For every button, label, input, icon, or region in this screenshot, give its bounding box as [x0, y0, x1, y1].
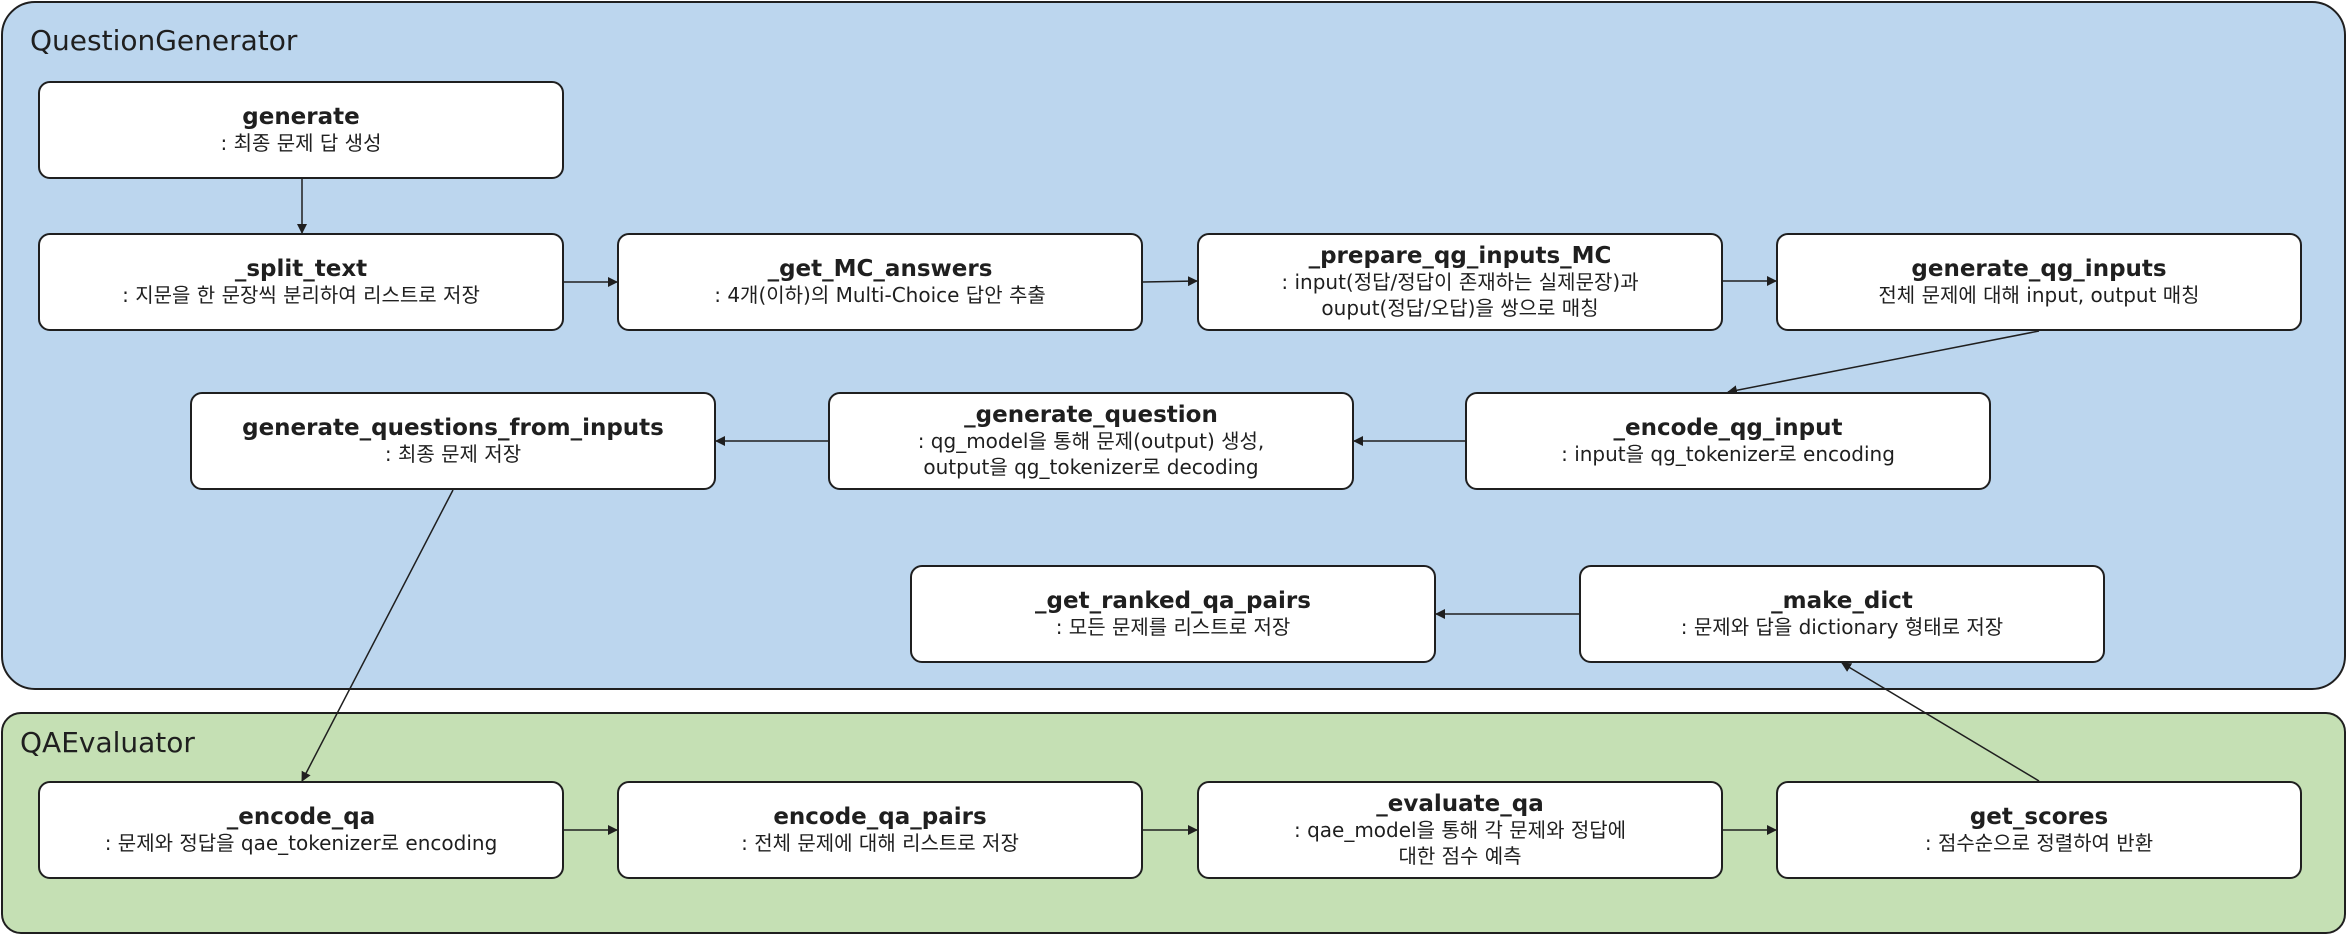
node-desc: ouput(정답/오답)을 쌍으로 매칭: [1321, 296, 1599, 320]
node-name: _make_dict: [1771, 588, 1913, 614]
node-desc: : 문제와 답을 dictionary 형태로 저장: [1680, 615, 2004, 639]
node-desc: : 문제와 정답을 qae_tokenizer로 encoding: [104, 831, 498, 855]
node-split-text: _split_text : 지문을 한 문장씩 분리하여 리스트로 저장: [38, 233, 564, 331]
node-name: _get_MC_answers: [767, 256, 993, 282]
node-get-ranked-qa-pairs: _get_ranked_qa_pairs : 모든 문제를 리스트로 저장: [910, 565, 1436, 663]
node-desc: : input을 qg_tokenizer로 encoding: [1561, 442, 1895, 466]
node-desc: : 최종 문제 저장: [384, 442, 522, 466]
node-prepare-qg-inputs-mc: _prepare_qg_inputs_MC : input(정답/정답이 존재하…: [1197, 233, 1723, 331]
node-desc: 대한 점수 예측: [1398, 844, 1522, 868]
node-name: _split_text: [234, 256, 368, 282]
node-evaluate-qa: _evaluate_qa : qae_model을 통해 각 문제와 정답에 대…: [1197, 781, 1723, 879]
node-desc: : 4개(이하)의 Multi-Choice 답안 추출: [714, 283, 1046, 307]
node-desc: : 최종 문제 답 생성: [220, 131, 382, 155]
node-name: encode_qa_pairs: [773, 804, 987, 830]
node-encode-qa-pairs: encode_qa_pairs : 전체 문제에 대해 리스트로 저장: [617, 781, 1143, 879]
node-name: _evaluate_qa: [1376, 791, 1544, 817]
node-desc: : 점수순으로 정렬하여 반환: [1924, 831, 2154, 855]
node-desc: : input(정답/정답이 존재하는 실제문장)과: [1281, 270, 1639, 294]
node-name: _encode_qa: [226, 804, 376, 830]
node-name: generate: [242, 104, 360, 130]
node-get-mc-answers: _get_MC_answers : 4개(이하)의 Multi-Choice 답…: [617, 233, 1143, 331]
node-name: get_scores: [1969, 804, 2109, 830]
node-make-dict: _make_dict : 문제와 답을 dictionary 형태로 저장: [1579, 565, 2105, 663]
node-generate-question: _generate_question : qg_model을 통해 문제(out…: [828, 392, 1354, 490]
node-name: _encode_qg_input: [1613, 415, 1843, 441]
node-name: _get_ranked_qa_pairs: [1035, 588, 1311, 614]
node-desc: output을 qg_tokenizer로 decoding: [923, 455, 1259, 479]
node-encode-qg-input: _encode_qg_input : input을 qg_tokenizer로 …: [1465, 392, 1991, 490]
node-desc: : 지문을 한 문장씩 분리하여 리스트로 저장: [122, 283, 480, 307]
node-name: generate_questions_from_inputs: [242, 415, 664, 441]
node-generate-questions-from-inputs: generate_questions_from_inputs : 최종 문제 저…: [190, 392, 716, 490]
node-desc: : qg_model을 통해 문제(output) 생성,: [917, 429, 1265, 453]
node-generate: generate : 최종 문제 답 생성: [38, 81, 564, 179]
node-desc: : qae_model을 통해 각 문제와 정답에: [1293, 818, 1627, 842]
node-name: _generate_question: [964, 402, 1218, 428]
group-title-question-generator: QuestionGenerator: [30, 24, 298, 57]
node-desc: : 전체 문제에 대해 리스트로 저장: [741, 831, 1019, 855]
group-title-qa-evaluator: QAEvaluator: [20, 726, 195, 759]
node-encode-qa: _encode_qa : 문제와 정답을 qae_tokenizer로 enco…: [38, 781, 564, 879]
node-generate-qg-inputs: generate_qg_inputs 전체 문제에 대해 input, outp…: [1776, 233, 2302, 331]
node-desc: : 모든 문제를 리스트로 저장: [1055, 615, 1291, 639]
node-name: _prepare_qg_inputs_MC: [1308, 243, 1612, 269]
node-get-scores: get_scores : 점수순으로 정렬하여 반환: [1776, 781, 2302, 879]
node-name: generate_qg_inputs: [1911, 256, 2167, 282]
node-desc: 전체 문제에 대해 input, output 매칭: [1878, 283, 2200, 307]
